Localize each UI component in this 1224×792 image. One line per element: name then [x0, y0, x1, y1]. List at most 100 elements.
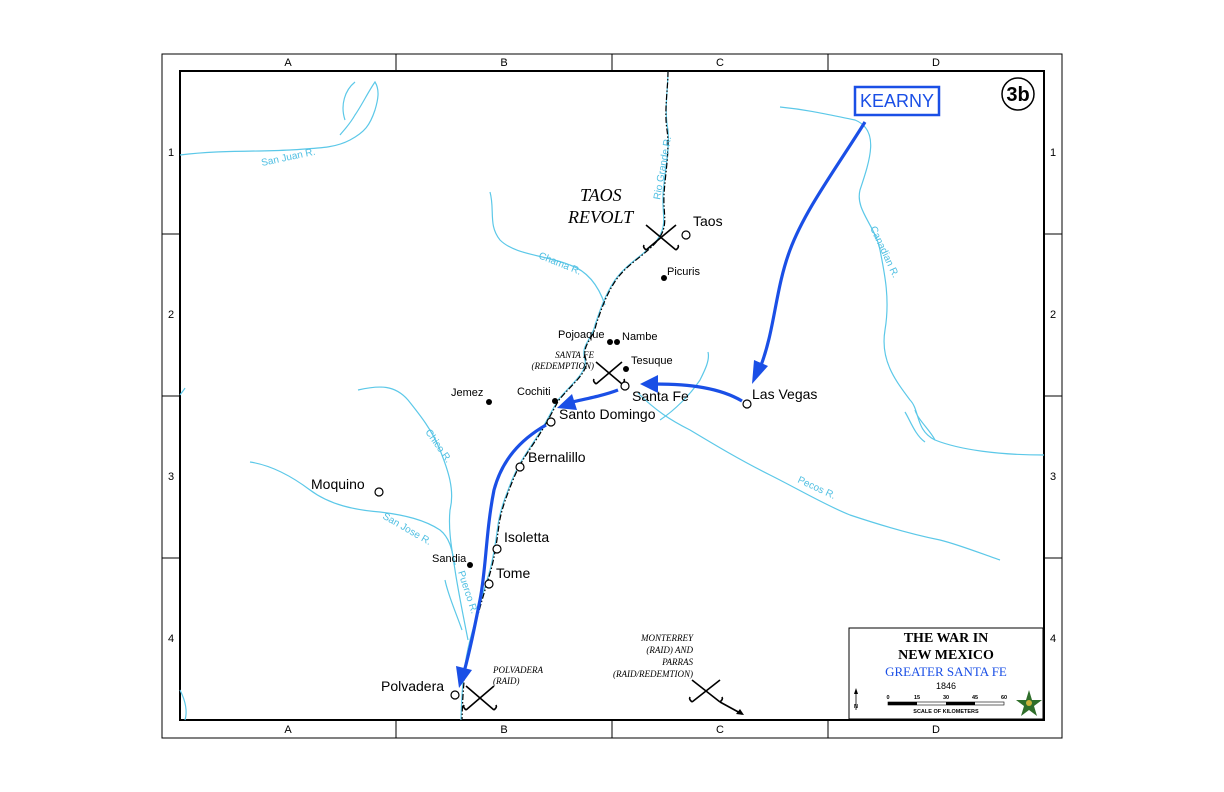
minor-towns: [467, 275, 667, 568]
canadian-tributary: [904, 409, 936, 443]
river-w: [179, 387, 186, 396]
river-label-pecos: Pecos R.: [796, 475, 837, 502]
town-marker-santa-fe: [620, 381, 630, 391]
grid-row-3-left: 3: [168, 471, 174, 483]
arrowhead-santo-domingo: [557, 394, 577, 410]
battle-icon-polvadera: [462, 685, 498, 711]
kearny-label: KEARNY: [860, 91, 934, 111]
grid-col-d-top: D: [932, 57, 940, 69]
scale-tick-0: 0: [886, 695, 889, 701]
river-label-chama: Chama R.: [537, 251, 583, 278]
santa-fe-battle-line2: (REDEMPTION): [532, 361, 595, 371]
grid-col-b-bottom: B: [500, 724, 507, 736]
monterrey-battle-line2: (RAID) AND: [646, 645, 693, 655]
chama-river: [489, 191, 606, 306]
arrowhead-polvadera: [456, 666, 472, 688]
town-marker-tesuque: [623, 366, 629, 372]
taos-revolt-line2: REVOLT: [567, 207, 635, 227]
grid-row-4-right: 4: [1050, 633, 1056, 645]
town-label-sandia: Sandia: [432, 553, 467, 565]
santa-fe-battle-line1: SANTA FE: [555, 350, 594, 360]
town-label-nambe: Nambe: [622, 331, 657, 343]
town-marker-pojoaque: [607, 339, 613, 345]
scale-tick-15: 15: [914, 695, 920, 701]
legend-subtitle: GREATER SANTA FE: [885, 664, 1007, 679]
monterrey-battle-line3: PARRAS: [661, 657, 693, 667]
town-label-polvadera: Polvadera: [381, 678, 444, 694]
town-marker-jemez: [486, 399, 492, 405]
scale-bar: [887, 701, 1005, 706]
rivers: [179, 70, 1045, 721]
grid-row-1-right: 1: [1050, 147, 1056, 159]
town-label-santo-domingo: Santo Domingo: [559, 406, 656, 422]
grid-col-a-bottom: A: [284, 724, 292, 736]
town-label-cochiti: Cochiti: [517, 386, 551, 398]
town-label-moquino: Moquino: [311, 476, 365, 492]
grid-row-4-left: 4: [168, 633, 174, 645]
town-marker-sandia: [467, 562, 473, 568]
major-towns: [374, 230, 752, 700]
grid-col-c-top: C: [716, 57, 724, 69]
taos-revolt-line1: TAOS: [580, 185, 622, 205]
town-marker-bernalillo: [515, 462, 525, 472]
town-marker-moquino: [374, 487, 384, 497]
army-emblem-icon: [1016, 690, 1042, 716]
north-arrow-icon: [854, 688, 858, 710]
route-santo-domingo-to-polvadera: [462, 423, 547, 673]
town-label-pojoaque: Pojoaque: [558, 329, 605, 341]
town-marker-picuris: [661, 275, 667, 281]
grid-row-2-right: 2: [1050, 309, 1056, 321]
grid-col-b-top: B: [500, 57, 507, 69]
north-label: N: [854, 704, 858, 710]
town-marker-isoletta: [492, 544, 502, 554]
grid-row-3-right: 3: [1050, 471, 1056, 483]
scale-tick-30: 30: [943, 695, 949, 701]
route-santa-fe-to-santo-domingo: [571, 388, 619, 404]
town-marker-cochiti: [552, 398, 558, 404]
grid-col-d-bottom: D: [932, 724, 940, 736]
scale-tick-60: 60: [1001, 695, 1007, 701]
town-marker-taos: [681, 230, 691, 240]
town-label-santa-fe: Santa Fe: [632, 388, 689, 404]
monterrey-battle-line4: (RAID/REDEMTION): [613, 669, 693, 679]
river-sw: [179, 689, 187, 721]
grid-row-1-left: 1: [168, 147, 174, 159]
san-jose-river: [249, 461, 456, 566]
legend-title-line1: THE WAR IN: [904, 631, 989, 646]
route-kearny-to-las-vegas: [758, 121, 867, 369]
route-las-vegas-to-santa-fe: [654, 382, 743, 403]
grid-col-c-bottom: C: [716, 724, 724, 736]
legend: THE WAR IN NEW MEXICO GREATER SANTA FE 1…: [848, 627, 1044, 720]
town-marker-tome: [484, 579, 494, 589]
puerco-river: [444, 579, 463, 631]
polvadera-battle-line2: (RAID): [493, 676, 520, 686]
town-label-jemez: Jemez: [451, 387, 483, 399]
river-label-rio-grande: Rio Grande R.: [652, 136, 674, 201]
river-label-chico: Chico R.: [423, 427, 454, 465]
town-label-las-vegas: Las Vegas: [752, 386, 817, 402]
rio-grande-river: [460, 70, 669, 721]
town-label-tesuque: Tesuque: [631, 355, 673, 367]
chico-river: [357, 386, 469, 641]
town-marker-polvadera: [450, 690, 460, 700]
kearny-route: [456, 121, 867, 688]
san-juan-river: [179, 80, 379, 156]
monterrey-battle-line1: MONTERREY: [640, 633, 694, 643]
kearny-box: [853, 85, 941, 117]
arrowhead-santa-fe: [640, 375, 658, 393]
scale-label: SCALE OF KILOMETERS: [913, 709, 979, 715]
town-marker-nambe: [614, 339, 620, 345]
polvadera-battle-line1: POLVADERA: [492, 665, 543, 675]
pecos-tributary: [659, 351, 710, 421]
map-number: 3b: [1006, 84, 1029, 106]
battle-icon-monterrey: [688, 679, 744, 715]
town-label-taos: Taos: [693, 213, 723, 229]
grid-col-a-top: A: [284, 57, 292, 69]
legend-title-line2: NEW MEXICO: [898, 648, 994, 663]
town-label-tome: Tome: [496, 565, 530, 581]
grid-ticks: [162, 54, 1062, 738]
scale-tick-45: 45: [972, 695, 978, 701]
pecos-river: [637, 392, 1001, 561]
map-number-badge: [1001, 77, 1035, 111]
town-label-picuris: Picuris: [667, 266, 701, 278]
